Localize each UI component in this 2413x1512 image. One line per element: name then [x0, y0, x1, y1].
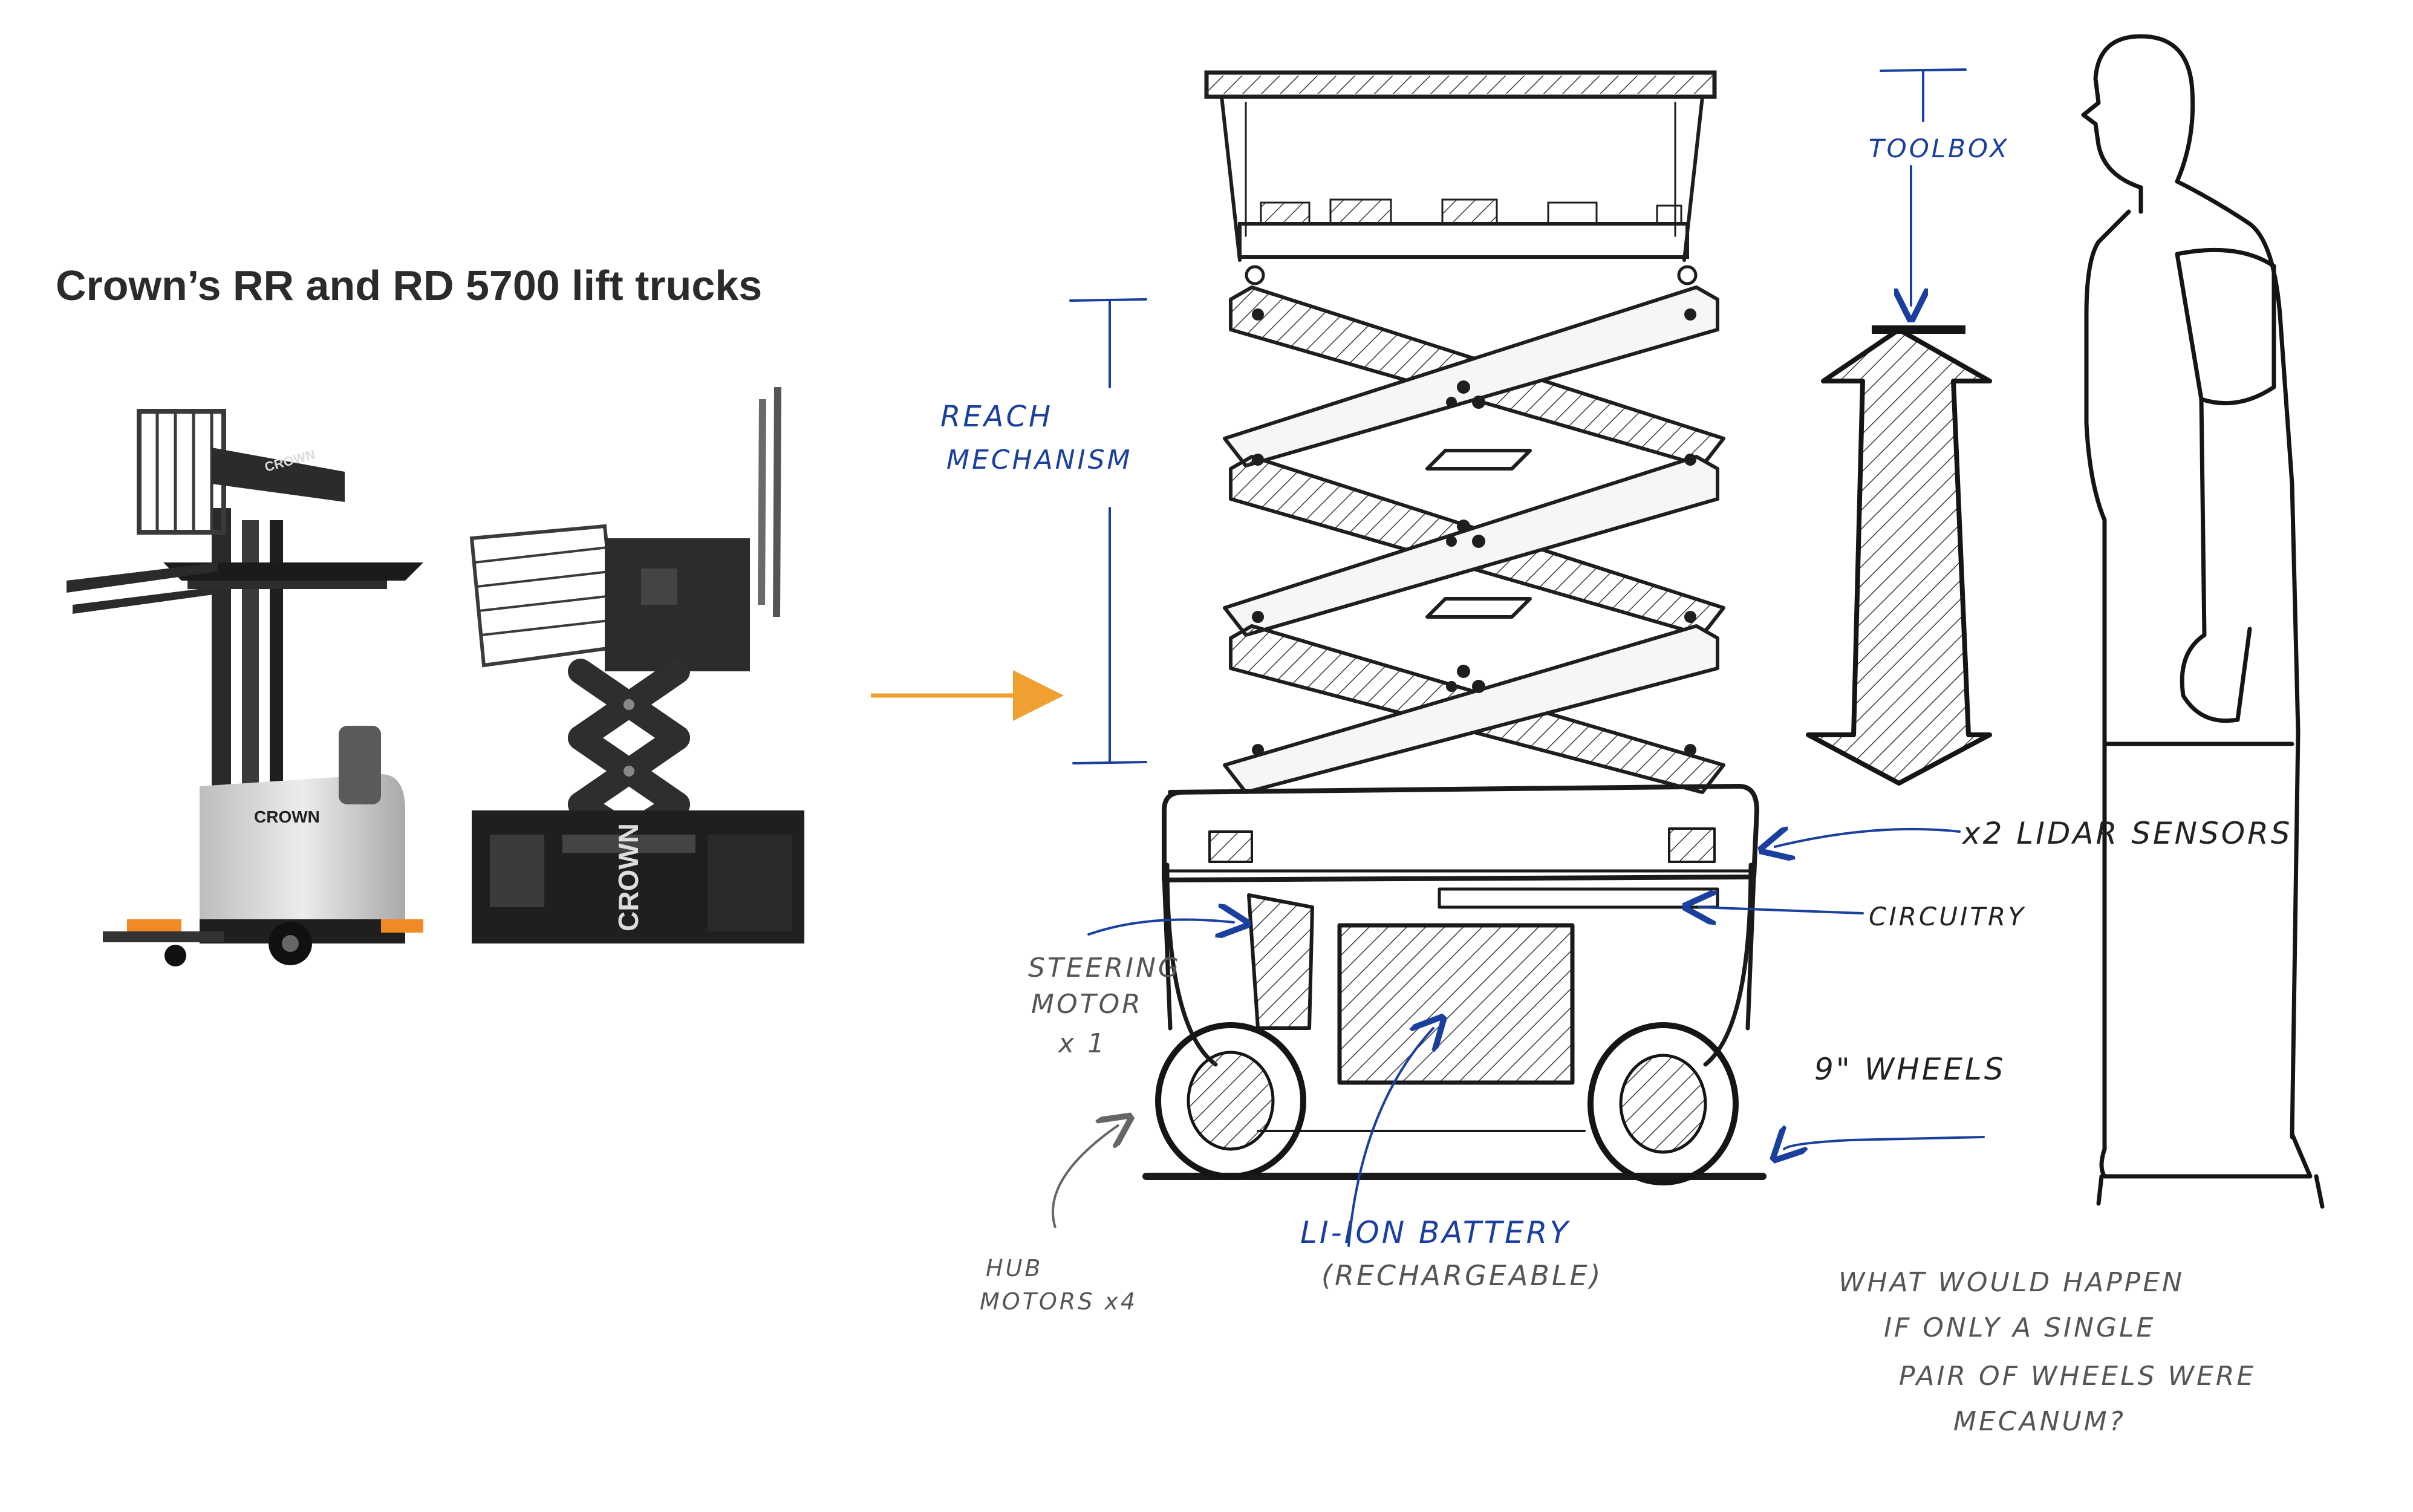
label-rechargeable: (RECHARGEABLE): [1321, 1259, 1603, 1292]
question-line-4: MECANUM?: [1953, 1406, 2126, 1437]
label-mechanism: MECHANISM: [946, 445, 1132, 475]
scissor-pivots: [1252, 308, 1696, 756]
label-steering-count: x 1: [1057, 1028, 1107, 1059]
question-line-2: IF ONLY A SINGLE: [1884, 1312, 2155, 1343]
label-hub-motors: MOTORS x4: [980, 1288, 1138, 1315]
annotation-lines: [1069, 68, 1985, 1247]
right-truck-brand: CROWN: [613, 823, 644, 931]
label-circuitry: CIRCUITRY: [1869, 902, 2026, 931]
hub-motor-pointer: [1052, 1125, 1119, 1228]
human-scale-figure: [2081, 34, 2325, 1209]
svg-text:CROWN: CROWN: [254, 807, 320, 826]
scissor-mechanism-photo: CROWN: [469, 387, 804, 943]
robot-base: [1142, 784, 1767, 1180]
reach-truck-photo: CROWN CROWN: [67, 409, 423, 966]
page-title: Crown’s RR and RD 5700 lift trucks: [56, 262, 763, 309]
label-hub: HUB: [986, 1255, 1043, 1282]
label-wheels: 9" WHEELS: [1814, 1052, 2006, 1087]
lift-height-arrow: [1806, 325, 1992, 786]
label-toolbox: TOOLBOX: [1869, 134, 2010, 163]
label-motor: MOTOR: [1031, 989, 1143, 1020]
label-lidar: x2 LIDAR SENSORS: [1961, 816, 2293, 851]
question-line-1: WHAT WOULD HAPPEN: [1838, 1267, 2184, 1298]
label-reach: REACH: [940, 400, 1053, 434]
toolbox-tray: [1204, 70, 1717, 285]
question-line-3: PAIR OF WHEELS WERE: [1899, 1361, 2256, 1392]
label-battery: LI-ION BATTERY: [1300, 1215, 1571, 1250]
robot-wheels: [1155, 1022, 1739, 1185]
label-steering: STEERING: [1028, 953, 1181, 983]
